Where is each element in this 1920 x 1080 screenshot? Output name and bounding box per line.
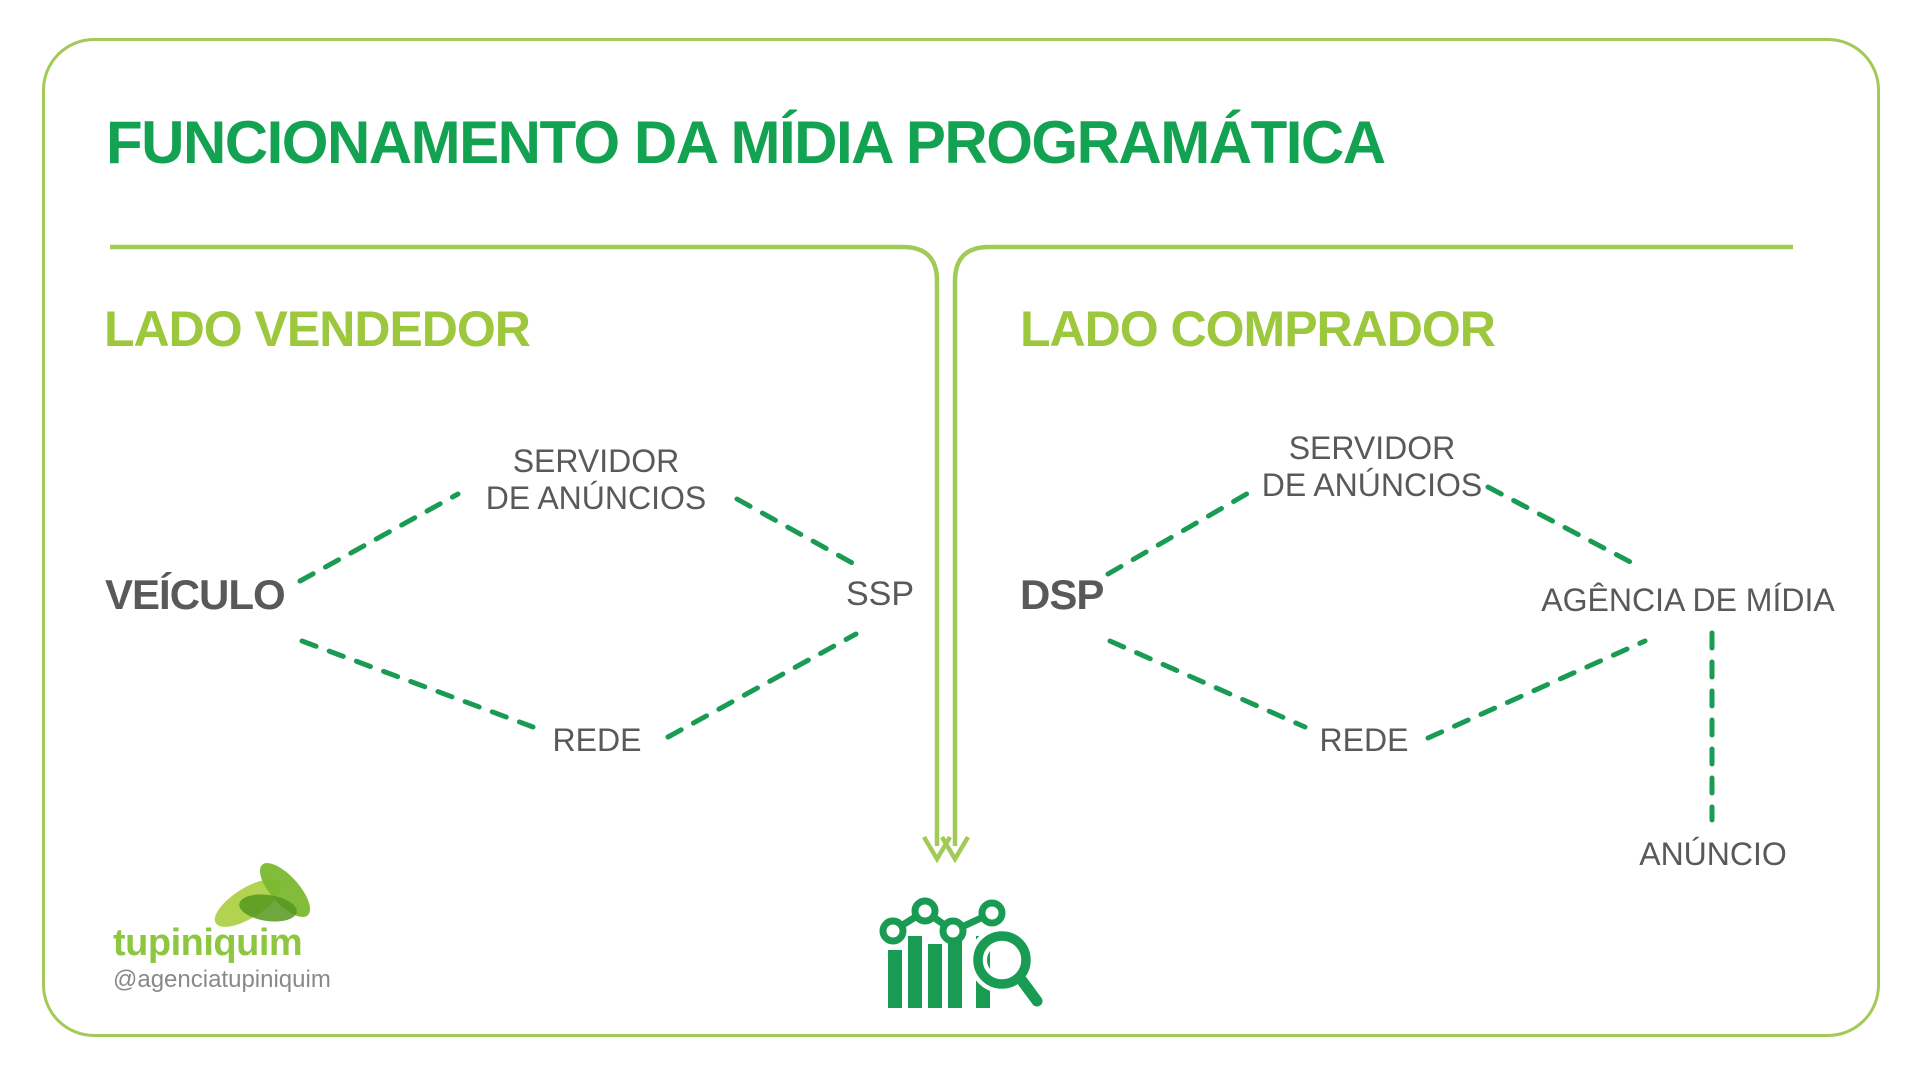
node-servidor-anuncios-seller: SERVIDOR DE ANÚNCIOS: [485, 443, 707, 516]
node-agencia-de-midia: AGÊNCIA DE MÍDIA: [1541, 582, 1835, 618]
seller-side-heading: LADO VENDEDOR: [104, 301, 531, 357]
node-dsp: DSP: [1020, 571, 1104, 618]
brand-social-handle: @agenciatupiniquim: [113, 966, 331, 993]
outer-border: [42, 38, 1880, 1037]
buyer-side-heading: LADO COMPRADOR: [1020, 301, 1496, 357]
node-servidor-anuncios-buyer: SERVIDOR DE ANÚNCIOS: [1261, 430, 1483, 503]
page-title: FUNCIONAMENTO DA MÍDIA PROGRAMÁTICA: [106, 109, 1386, 176]
node-rede-seller: REDE: [552, 722, 642, 758]
node-ssp: SSP: [845, 575, 915, 613]
node-veiculo: VEÍCULO: [105, 571, 286, 618]
node-rede-buyer: REDE: [1319, 722, 1409, 758]
node-anuncio: ANÚNCIO: [1639, 836, 1787, 872]
brand-wordmark: tupiniquim: [113, 922, 303, 964]
